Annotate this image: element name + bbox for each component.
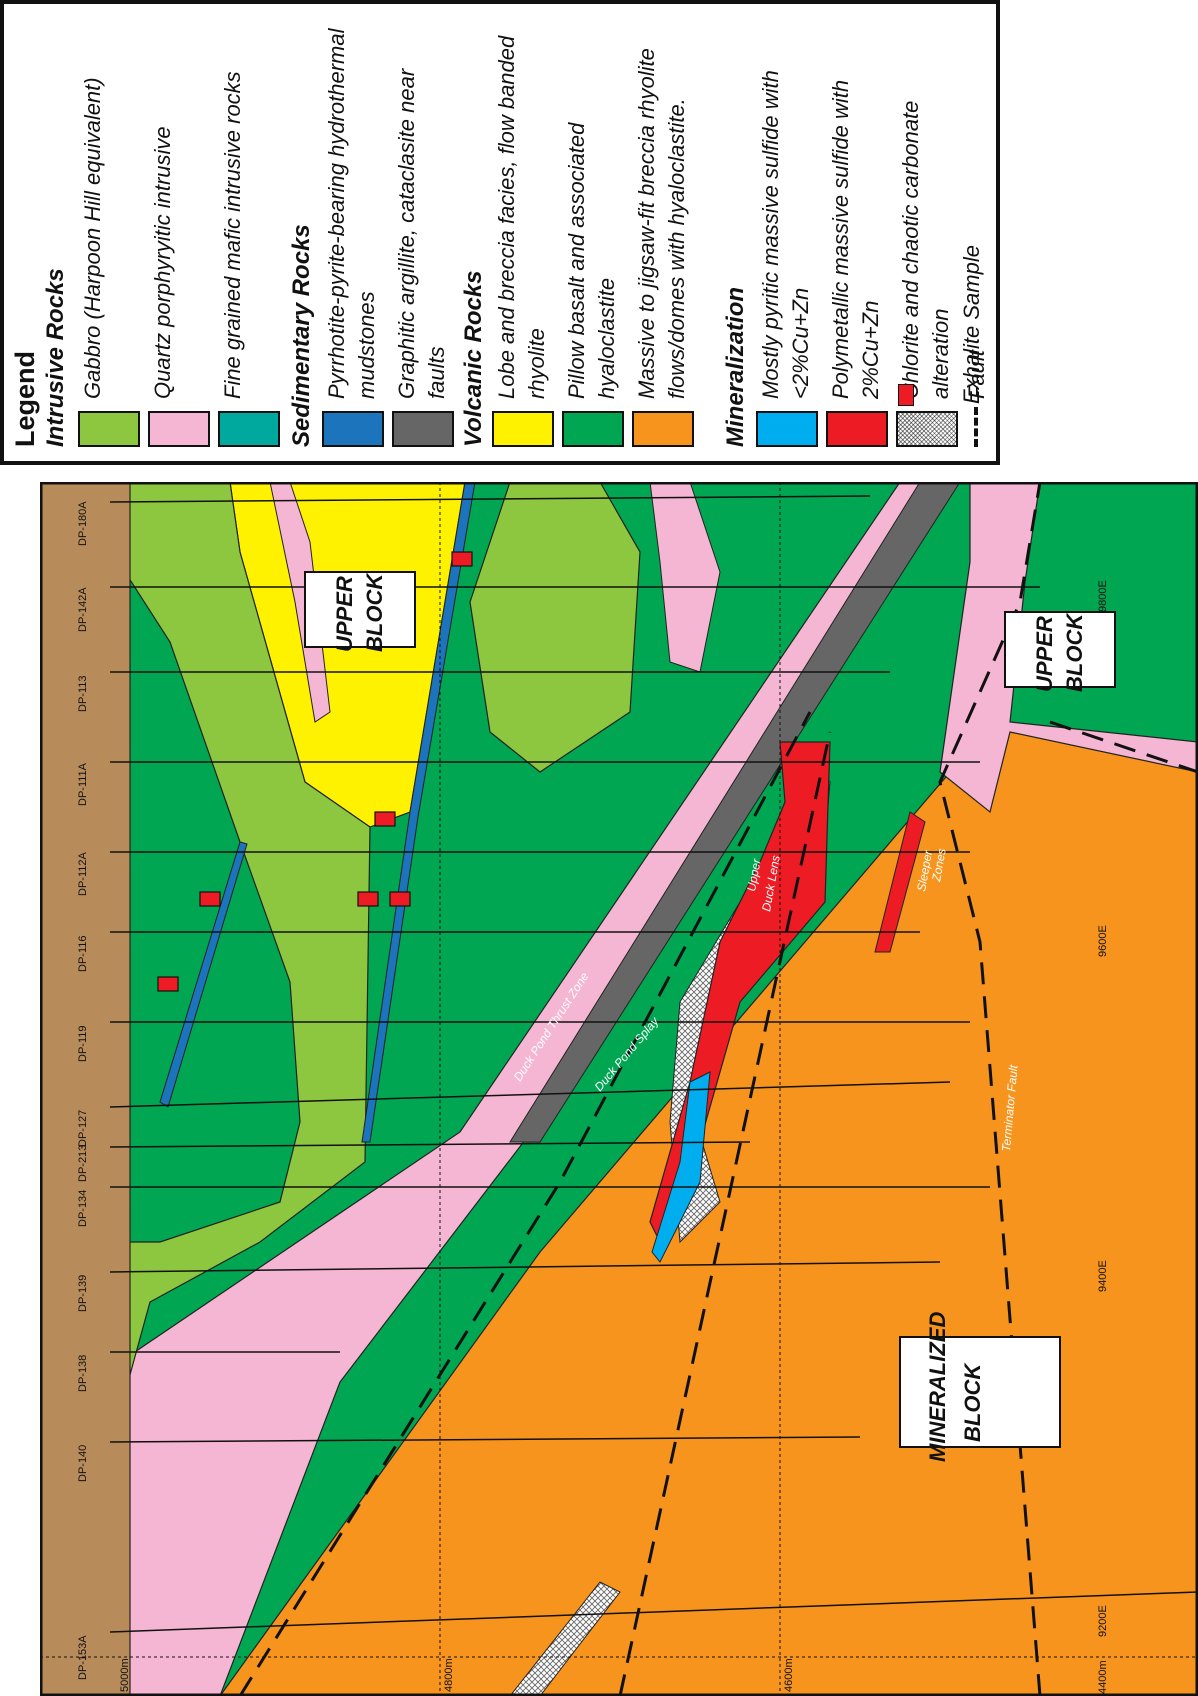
drillhole-trace-153a xyxy=(109,1591,1198,1633)
alteration-lower xyxy=(509,1581,621,1696)
exhalite-sample-1 xyxy=(451,551,473,567)
terminator-fault xyxy=(938,482,1042,1696)
exhalite-sample-6 xyxy=(157,976,179,992)
legend-heading-volcanic: Volcanic Rocks xyxy=(460,270,487,447)
mineralized-block-label-1: MINERALIZED xyxy=(925,1312,950,1462)
legend-heading-sedimentary: Sedimentary Rocks xyxy=(288,224,315,447)
drillhole-label: DP-134 xyxy=(77,1190,89,1227)
drillhole-label: DP-112A xyxy=(77,852,89,896)
upper-block-right-box xyxy=(1004,611,1116,688)
mineralized-block-box xyxy=(899,1336,1061,1448)
legend-swatch-quartz-porphyry xyxy=(148,411,210,447)
depth-label-4800: 4800m xyxy=(443,1658,455,1692)
legend-rotated-content: Legend Intrusive Rocks Gabbro (Harpoon H… xyxy=(4,4,1004,469)
sleeper-label-2: Zones xyxy=(929,847,949,883)
pyritic-sulfide-lens xyxy=(651,1071,711,1263)
drillhole-labels: DP-180A DP-142A DP-113 DP-111A DP-112A D… xyxy=(77,501,89,1680)
legend-swatch-mudstone xyxy=(322,411,384,447)
legend-swatch-alteration xyxy=(896,411,958,447)
section-frame xyxy=(40,482,1198,1696)
legend-exhalite-symbol xyxy=(898,384,914,406)
sleeper-zone-lens xyxy=(874,811,926,953)
legend-swatch-rhyolite-lobe xyxy=(492,411,554,447)
legend-swatch-polymetallic-sulfide xyxy=(826,411,888,447)
legend-heading-intrusive: Intrusive Rocks xyxy=(42,268,69,447)
drillhole-trace-213 xyxy=(109,1141,751,1148)
drillhole-label: DP-113 xyxy=(77,676,89,712)
drillhole-label: DP-142A xyxy=(77,587,89,632)
legend-swatch-argillite xyxy=(392,411,454,447)
gabbro-body-right xyxy=(469,482,641,773)
exhalite-sample-3 xyxy=(199,891,221,907)
overburden xyxy=(40,482,131,1696)
inner-fault xyxy=(618,731,832,1696)
legend-text-polymetallic-sulfide: Polymetallic massive sulfide with 2%Cu+Z… xyxy=(828,79,883,399)
legend-swatch-pillow-basalt xyxy=(562,411,624,447)
legend-text-rhyolite-breccia: Massive to jigsaw-fit breccia rhyolite f… xyxy=(634,48,689,399)
depth-label-4400: 4400m xyxy=(1097,1660,1109,1694)
legend-text-argillite: Graphitic argillite, cataclasite near fa… xyxy=(394,68,449,399)
legend-title: Legend xyxy=(10,350,40,447)
drillhole-label: DP-140 xyxy=(77,1445,89,1482)
upper-block-right-label-2: BLOCK xyxy=(1062,612,1087,692)
depth-label-5000: 5000m xyxy=(119,1658,131,1692)
legend-fault-symbol xyxy=(974,407,982,447)
upper-block-right-label-1: UPPER xyxy=(1032,616,1057,692)
mineralized-block-label-2: BLOCK xyxy=(960,1362,985,1442)
legend-swatch-rhyolite-breccia xyxy=(632,411,694,447)
drillhole-label: DP-119 xyxy=(77,1026,89,1062)
drillhole-label: DP-127 xyxy=(77,1110,89,1147)
legend-text-mafic-intrusive: Fine grained mafic intrusive rocks xyxy=(220,71,245,399)
drillhole-trace-139 xyxy=(109,1261,941,1273)
easting-label-9800: 9800E xyxy=(1097,580,1109,612)
legend-text-gabbro: Gabbro (Harpoon Hill equivalent) xyxy=(80,77,105,399)
drillhole-label: DP-138 xyxy=(77,1355,89,1392)
legend-text-pillow-basalt: Pillow basalt and associated hyaloclasti… xyxy=(564,122,619,399)
exhalite-sample-4 xyxy=(357,891,379,907)
drillhole-label: DP-180A xyxy=(77,501,89,546)
porphyry-dyke-2 xyxy=(269,482,331,723)
upper-block-left-label-1: UPPER xyxy=(332,576,357,652)
drillhole-label: DP-111A xyxy=(77,762,89,806)
upper-duck-label-1: Upper xyxy=(744,857,764,893)
easting-label-9600: 9600E xyxy=(1097,925,1109,957)
legend-text-exhalite: Exhalite Sample xyxy=(959,245,984,404)
easting-label-9200: 9200E xyxy=(1097,1605,1109,1637)
duck-pond-splay-fault xyxy=(238,711,812,1696)
legend-heading-mineralization: Mineralization xyxy=(722,286,749,447)
drillhole-label: DP-116 xyxy=(77,936,89,972)
exhalite-sample-2 xyxy=(374,811,396,827)
legend-text-quartz-porphyry: Quartz porphyryitic intrusive xyxy=(150,126,175,399)
upper-block-left-box xyxy=(304,571,416,648)
exhalite-sample-5 xyxy=(389,891,411,907)
drillhole-trace-127 xyxy=(109,1081,951,1108)
drillhole-label: DP-153A xyxy=(77,1635,89,1680)
legend-text-pyritic-sulfide: Mostly pyritic massive sulfide with <2%C… xyxy=(758,70,813,399)
drillholes xyxy=(109,495,1198,1633)
mudstone-horizon xyxy=(361,482,476,1143)
legend-swatch-mafic-intrusive xyxy=(218,411,280,447)
drillhole-label: DP-213 xyxy=(77,1145,89,1182)
graphitic-argillite-thrust xyxy=(509,482,961,1143)
legend-text-rhyolite-lobe: Lobe and breccia facies, flow banded rhy… xyxy=(494,35,549,399)
legend-panel: Legend Intrusive Rocks Gabbro (Harpoon H… xyxy=(0,0,1000,465)
drillhole-label: DP-139 xyxy=(77,1275,89,1312)
drillhole-trace-180a xyxy=(109,495,871,503)
cross-section-diagram: UPPER BLOCK UPPER BLOCK MINERALIZED BLOC… xyxy=(40,482,1198,1696)
legend-text-mudstone: Pyrrhotite-pyrite-bearing hydrothermal m… xyxy=(324,28,379,400)
depth-label-4600: 4600m xyxy=(783,1658,795,1692)
upper-block-fault xyxy=(1049,720,1198,774)
legend-swatch-gabbro xyxy=(78,411,140,447)
upper-block-left-label-2: BLOCK xyxy=(362,572,387,652)
legend-swatch-pyritic-sulfide xyxy=(756,411,818,447)
drillhole-trace-140 xyxy=(109,1436,861,1443)
easting-label-9400: 9400E xyxy=(1097,1260,1109,1292)
legend-text-alteration: Chlorite and chaotic carbonate alteratio… xyxy=(898,100,953,399)
